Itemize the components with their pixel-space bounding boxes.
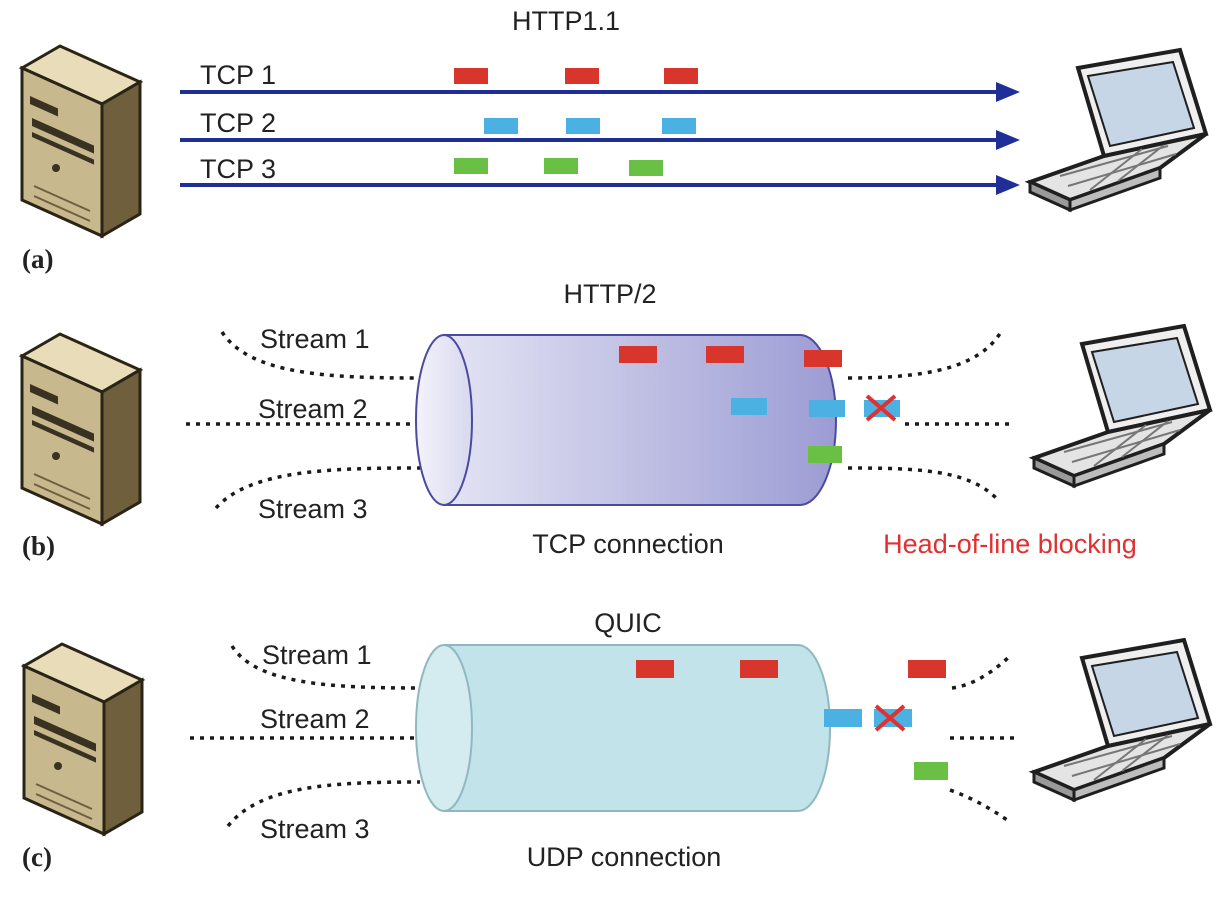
packet-green [544, 158, 578, 174]
packet-blue [484, 118, 518, 134]
packet-red [636, 660, 674, 678]
laptop-icon [1032, 324, 1212, 488]
head-of-line-blocking-label: Head-of-line blocking [883, 529, 1137, 559]
streams-in-c [190, 645, 421, 828]
packet-red [565, 68, 599, 84]
udp-connection-pipe [415, 644, 831, 812]
packet-red [619, 346, 657, 363]
server-icon [20, 332, 142, 526]
streams-out-b [847, 329, 1010, 502]
panel-b-title: HTTP/2 [563, 279, 656, 309]
streams-in-b [186, 331, 421, 510]
panel-c-quic: QUIC Stream 1 Stream 2 Stream 3 [22, 608, 1212, 872]
packet-blue [809, 400, 845, 417]
server-icon [20, 44, 142, 238]
tcp-connection-pipe [415, 334, 837, 506]
packet-red [664, 68, 698, 84]
udp-connection-label: UDP connection [527, 842, 722, 872]
packet-red [908, 660, 946, 678]
packet-blue [662, 118, 696, 134]
lane-label-tcp2: TCP 2 [200, 108, 276, 138]
packet-green [629, 160, 663, 176]
laptop-icon [1028, 48, 1208, 212]
packet-blue [824, 709, 862, 727]
packet-red [706, 346, 744, 363]
packet-red [740, 660, 778, 678]
tcp-connection-label: TCP connection [532, 529, 724, 559]
packet-blue [731, 398, 767, 415]
packet-blue [566, 118, 600, 134]
server-icon [22, 642, 144, 836]
panel-c-tag: (c) [22, 842, 52, 872]
stream-label-2: Stream 2 [260, 704, 370, 734]
lane-label-tcp3: TCP 3 [200, 154, 276, 184]
panel-b-http2: HTTP/2 Stream 1 Stream 2 Stream 3 [20, 279, 1212, 561]
packets-b [619, 346, 900, 463]
stream-label-3: Stream 3 [258, 494, 368, 524]
panel-a-tag: (a) [22, 244, 53, 274]
panel-c-title: QUIC [594, 608, 662, 638]
stream-label-2: Stream 2 [258, 394, 368, 424]
panel-a-http1: HTTP1.1 TCP 1 TCP 2 TCP 3 (a) [20, 6, 1208, 274]
tcp-lanes [180, 82, 1020, 195]
panel-b-tag: (b) [22, 531, 55, 561]
packet-green [808, 446, 842, 463]
panel-a-title: HTTP1.1 [512, 6, 620, 36]
lane-label-tcp1: TCP 1 [200, 60, 276, 90]
laptop-icon [1032, 638, 1212, 802]
packets-c [636, 660, 948, 780]
stream-label-3: Stream 3 [260, 814, 370, 844]
packet-red [454, 68, 488, 84]
packet-green [914, 762, 948, 780]
stream-label-1: Stream 1 [260, 324, 370, 354]
packet-red [804, 350, 842, 367]
stream-label-1: Stream 1 [262, 640, 372, 670]
packets-a [454, 68, 698, 176]
packet-green [454, 158, 488, 174]
streams-out-c [949, 654, 1018, 824]
